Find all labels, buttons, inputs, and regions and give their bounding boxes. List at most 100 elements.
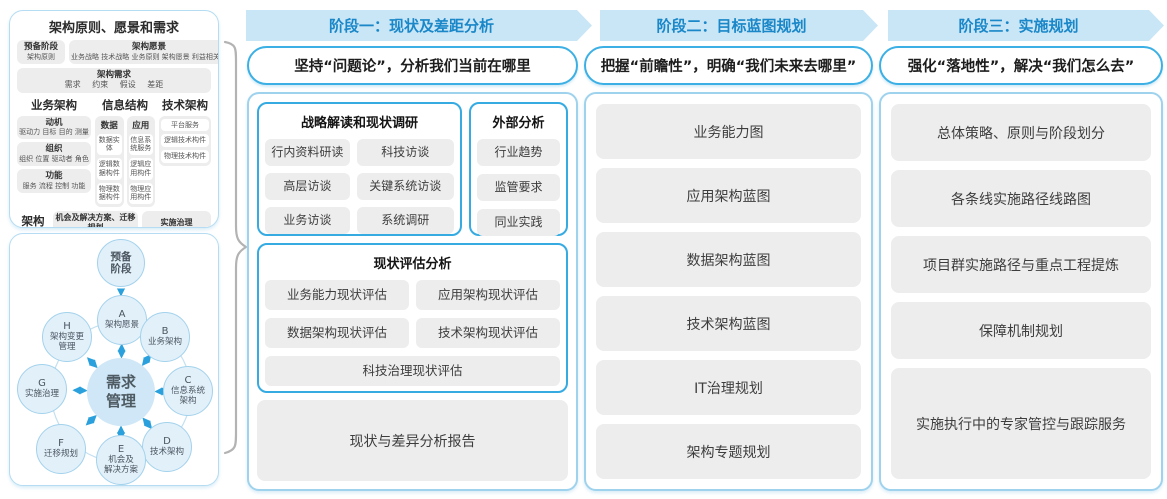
organization-sub: 组织 位置 驱动者 角色 [19,155,89,164]
strategy-item: 科技访谈 [356,139,454,166]
adm-requirements-management-node: 需求 管理 [87,358,155,426]
strategy-research-title: 战略解读和现状调研 [300,116,418,131]
architecture-requirements-sub: 需求 约束 假设 差距 [64,80,164,90]
phase3-header-text: 阶段三：实施规划 [958,17,1079,35]
technology-items: 平台服务 逻辑技术构件 物理技术构件 [159,115,211,166]
phase3-item: 总体策略、原则与阶段划分 [891,104,1151,161]
assessment-item: 数据架构现状评估 [265,318,409,348]
adm-node-g-implementation-governance: G 实施治理 [17,364,67,414]
phase1-header-band: 阶段一：现状及差距分析 [246,10,592,41]
phase3-item: 各条线实施路径线路图 [891,170,1151,227]
phase1-content-container: 战略解读和现状调研 行内资料研读 科技访谈 高层访谈 关键系统访谈 业务访谈 系… [247,92,578,491]
application-item: 物理应用构件 [128,182,153,205]
strategy-item: 业务访谈 [265,207,350,234]
adm-node-b-business-architecture: B 业务架构 [140,312,190,362]
implementation-governance-title: 实施治理 [160,218,193,228]
function-box: 功能 服务 流程 控制 功能 [17,169,91,193]
adm-prep-phase-label: 预备 阶段 [110,250,132,275]
motivation-sub: 驱动力 目标 目的 测量 [19,128,89,137]
phase2-item: IT治理规划 [596,360,861,415]
gap-analysis-report-box: 现状与差异分析报告 [257,400,568,481]
opportunities-migration-box: 机会及解决方案、迁移规划 工作包 架构契约 [53,211,139,228]
phase3-subtitle-text: 强化“落地性”，解决“我们怎么去” [907,59,1135,75]
phase3-subtitle-pill: 强化“落地性”，解决“我们怎么去” [879,46,1163,85]
prep-phase-box: 预备阶段 架构原则 [17,40,65,64]
adm-cycle-panel: 预备 阶段 需求 管理 A 架构愿景 B 业务架构 C 信息系统 架构 D 技术… [9,233,219,486]
data-column-title: 数据 [100,120,118,131]
phase2-header-band: 阶段二：目标蓝图规划 [600,10,878,41]
technology-item: 平台服务 [161,118,209,132]
architecture-vision-sub: 业务战略 技术战略 业务原则 架构愿景 利益相关者 [71,52,219,61]
technology-architecture-column: 技术架构 平台服务 逻辑技术构件 物理技术构件 [159,97,211,166]
information-structure-column: 信息结构 数据 数据实体 逻辑数据构件 物理数据构件 应用 信息系统服务 逻辑应… [95,97,155,208]
strategy-research-box: 战略解读和现状调研 行内资料研读 科技访谈 高层访谈 关键系统访谈 业务访谈 系… [257,102,462,236]
adm-node-h-change-management: H 架构变更 管理 [42,312,92,362]
opportunities-migration-title: 机会及解决方案、迁移规划 [55,213,136,228]
application-column: 应用 信息系统服务 逻辑应用构件 物理应用构件 [126,115,155,208]
function-sub: 服务 流程 控制 功能 [22,181,86,190]
technology-item: 逻辑技术构件 [161,134,209,148]
architecture-requirements-box: 架构需求 需求 约束 假设 差距 [17,67,211,93]
adm-node-f-migration-planning: F 迁移规划 [36,424,86,474]
business-architecture-header: 业务架构 [31,97,77,112]
data-item: 逻辑数据构件 [97,158,122,180]
phase2-item: 数据架构蓝图 [596,232,861,287]
architecture-domains-row: 业务架构 动机 驱动力 目标 目的 测量 组织 组织 位置 驱动者 角色 功能 … [17,97,211,208]
phase3-item: 实施执行中的专家管控与跟踪服务 [891,368,1151,479]
architecture-realization-label: 架构实现 [21,213,45,228]
phase2-subtitle-pill: 把握“前瞻性”，明确“我们未来去哪里” [584,46,873,85]
phase3-header-band: 阶段三：实施规划 [888,10,1164,41]
assessment-item: 业务能力现状评估 [265,280,409,310]
application-item: 信息系统服务 [128,133,153,156]
external-analysis-title: 外部分析 [492,116,545,131]
strategy-item: 关键系统访谈 [356,173,454,200]
business-architecture-boxes: 动机 驱动力 目标 目的 测量 组织 组织 位置 驱动者 角色 功能 服务 流程… [17,115,91,193]
business-architecture-column: 业务架构 动机 驱动力 目标 目的 测量 组织 组织 位置 驱动者 角色 功能 … [17,97,91,193]
strategy-item: 行内资料研读 [265,139,350,166]
motivation-title: 动机 [45,117,63,128]
adm-center-label: 需求 管理 [105,372,136,411]
phase1-subtitle-pill: 坚持“问题论”，分析我们当前在哪里 [247,46,578,85]
architecture-requirements-title: 架构需求 [96,69,131,80]
strategy-item: 高层访谈 [265,173,350,200]
external-analysis-box: 外部分析 行业趋势 监管要求 同业实践 [469,102,568,236]
application-item: 逻辑应用构件 [128,158,153,180]
architecture-vision-box: 架构愿景 业务战略 技术战略 业务原则 架构愿景 利益相关者 [69,40,219,64]
assessment-title: 现状评估分析 [373,257,452,272]
external-item: 监管要求 [477,174,560,201]
current-state-assessment-box: 现状评估分析 业务能力现状评估 应用架构现状评估 数据架构现状评估 技术架构现状… [257,243,568,393]
assessment-item: 科技治理现状评估 [265,356,560,386]
brace-connector [223,40,248,455]
technology-item: 物理技术构件 [161,150,209,163]
prep-phase-sub: 架构原则 [27,52,55,61]
organization-box: 组织 组织 位置 驱动者 角色 [17,142,91,167]
assessment-item: 技术架构现状评估 [416,318,560,348]
adm-prep-phase-node: 预备 阶段 [97,239,145,287]
adm-node-e-opportunities-solutions: E 机会及 解决方案 [96,435,146,485]
architecture-realization-row: 架构实现 机会及解决方案、迁移规划 工作包 架构契约 实施治理 标准 指引 规格 [17,211,211,228]
framework-panel-title: 架构原则、愿景和需求 [48,21,179,36]
technology-architecture-header: 技术架构 [162,97,208,112]
implementation-governance-box: 实施治理 标准 指引 规格 [142,211,211,228]
architecture-vision-title: 架构愿景 [131,42,166,52]
adm-node-c-information-systems: C 信息系统 架构 [163,366,213,416]
prep-vision-row: 预备阶段 架构原则 架构愿景 业务战略 技术战略 业务原则 架构愿景 利益相关者 [17,40,218,64]
external-item: 行业趋势 [477,139,560,166]
strategy-item: 系统调研 [356,207,454,234]
phase1-subtitle-text: 坚持“问题论”，分析我们当前在哪里 [294,59,531,75]
phase2-header-text: 阶段二：目标蓝图规划 [656,17,807,35]
phase3-content-container: 总体策略、原则与阶段划分 各条线实施路径线路图 项目群实施路径与重点工程提炼 保… [879,92,1163,491]
phase2-item: 架构专题规划 [596,424,861,479]
phase2-content-container: 业务能力图 应用架构蓝图 数据架构蓝图 技术架构蓝图 IT治理规划 架构专题规划 [584,92,873,491]
organization-title: 组织 [45,144,63,155]
phase2-item: 技术架构蓝图 [596,296,861,351]
data-column: 数据 数据实体 逻辑数据构件 物理数据构件 [95,115,124,208]
external-item: 同业实践 [477,209,560,236]
prep-phase-title: 预备阶段 [23,42,58,52]
phase1-header-text: 阶段一：现状及差距分析 [328,17,494,35]
adm-node-d-technology-architecture: D 技术架构 [142,422,192,472]
phase3-item: 项目群实施路径与重点工程提炼 [891,236,1151,293]
data-item: 数据实体 [97,133,122,156]
motivation-box: 动机 驱动力 目标 目的 测量 [17,115,91,140]
